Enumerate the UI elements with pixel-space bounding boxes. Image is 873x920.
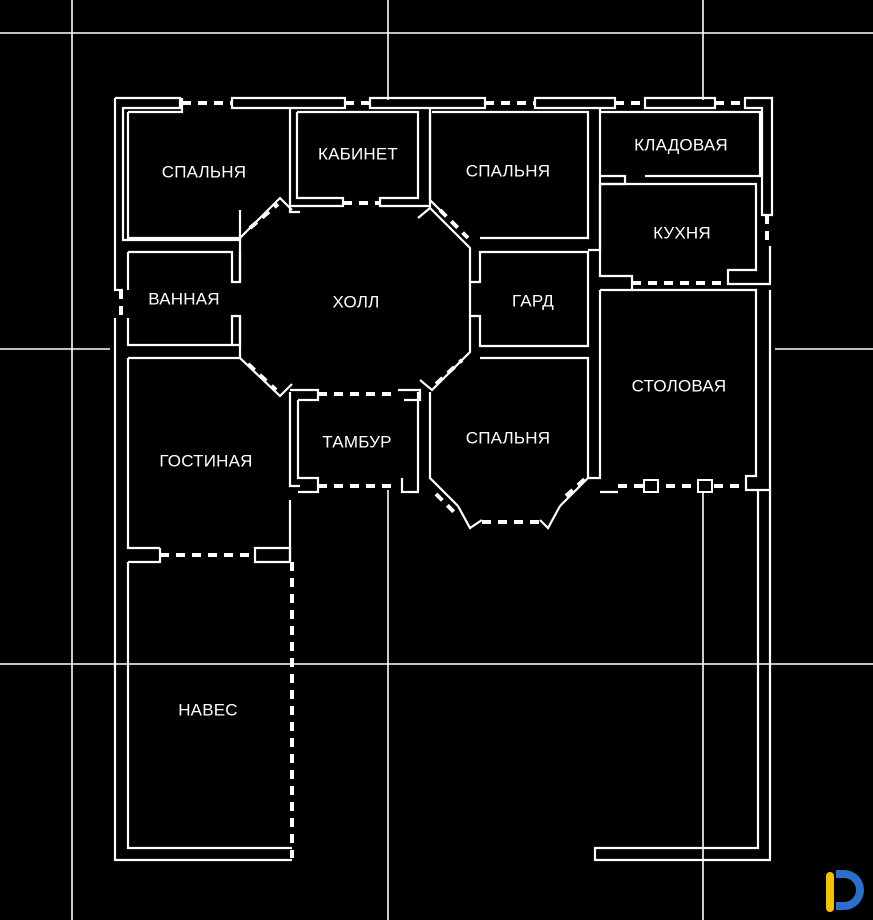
room-label-kladovaya: КЛАДОВАЯ — [634, 135, 728, 154]
logo-yellow-arc — [826, 872, 834, 912]
room-label-tambur: ТАМБУР — [322, 432, 391, 451]
room-label-naves: НАВЕС — [178, 700, 238, 719]
room-label-spalnya-1: СПАЛЬНЯ — [162, 162, 246, 181]
room-label-gard: ГАРД — [512, 291, 554, 310]
brand-logo-icon — [826, 870, 864, 912]
room-label-kabinet: КАБИНЕТ — [318, 144, 398, 163]
room-label-stolovaya: СТОЛОВАЯ — [632, 376, 727, 395]
room-label-spalnya-3: СПАЛЬНЯ — [466, 428, 550, 447]
logo-blue-arc — [836, 870, 864, 910]
openings — [119, 101, 769, 858]
room-label-holl: ХОЛЛ — [333, 292, 380, 311]
window-posts — [643, 479, 713, 493]
room-label-kuhnya: КУХНЯ — [653, 223, 711, 242]
room-label-vannaya: ВАННАЯ — [148, 289, 219, 308]
room-label-gostinaya: ГОСТИНАЯ — [159, 451, 252, 470]
room-label-spalnya-2: СПАЛЬНЯ — [466, 161, 550, 180]
